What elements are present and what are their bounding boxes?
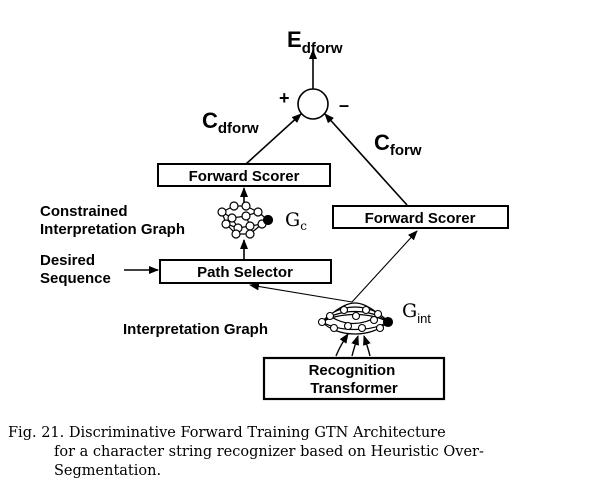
forward-scorer-top-label: Forward Scorer: [189, 168, 300, 185]
minus-sign: –: [339, 95, 349, 115]
caption-word: Discriminative: [68, 425, 176, 441]
caption-line-3: Segmentation.: [54, 463, 162, 479]
arrow-c-dforw: [245, 113, 302, 165]
interpretation-graph-label: Interpretation Graph: [123, 321, 268, 338]
forward-scorer-top-box: [157, 163, 331, 187]
output-label: Edforw: [287, 27, 343, 57]
arrows-recognizer-to-gint: [335, 333, 371, 357]
constrained-graph-label: Constrained Interpretation Graph: [40, 203, 185, 238]
interpretation-graph-nodes: [317, 305, 394, 333]
recognition-transformer-label: Recognition Transformer: [309, 362, 400, 397]
forward-scorer-right-label: Forward Scorer: [365, 210, 476, 227]
c-dforw-label: Cdforw: [202, 108, 259, 137]
arrow-gint-to-selector: [249, 282, 353, 303]
gc-label: Gc: [285, 209, 307, 233]
c-forw-label: Cforw: [374, 130, 422, 159]
caption-line-1: Fig. 21. Discriminative Forward Training…: [8, 424, 538, 443]
arrow-c-forw: [324, 113, 408, 206]
plus-sign: +: [279, 88, 290, 108]
caption-word: Forward: [180, 425, 243, 441]
figure-caption: Fig. 21. Discriminative Forward Training…: [8, 424, 538, 481]
caption-word: Architecture: [352, 425, 446, 441]
caption-line-2: for a character string recognizer based …: [54, 444, 484, 460]
caption-word: Training: [247, 425, 310, 441]
forward-scorer-right-box: [332, 205, 509, 229]
gint-label: Gint: [402, 300, 431, 326]
path-selector-box: [159, 259, 332, 284]
caption-word: GTN: [314, 425, 349, 441]
path-selector-label: Path Selector: [197, 264, 293, 281]
constrained-graph-icon: [217, 201, 274, 239]
desired-sequence-label: Desired Sequence: [40, 252, 111, 287]
caption-fig-number: Fig. 21.: [8, 425, 65, 441]
recognition-transformer-box: [262, 356, 446, 401]
summation-node: [297, 88, 329, 120]
arrow-gint-to-scorer: [351, 230, 418, 303]
